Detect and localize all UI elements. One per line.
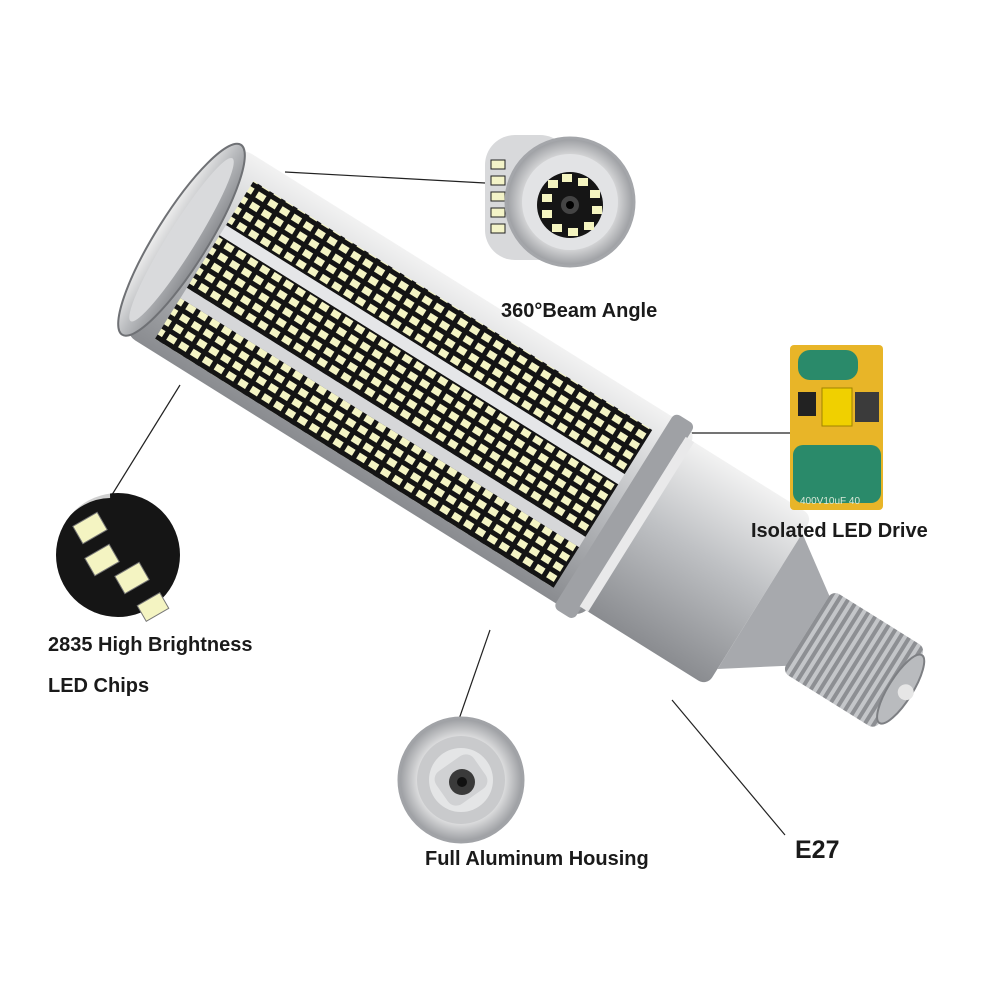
leader-housing (457, 629, 491, 723)
led-strip-mid (186, 235, 619, 537)
led-drive-label: Isolated LED Drive (751, 520, 928, 542)
leader-chips (109, 384, 181, 499)
base-label: E27 (795, 836, 840, 864)
led-chip-closeup-icon (55, 488, 180, 622)
driver-pcb-icon: 400V10uF 40 (790, 345, 883, 510)
corn-led-bulb-icon (117, 142, 926, 727)
beam-angle-end-cap-icon (485, 135, 636, 268)
beam-angle-label: 360°Beam Angle (501, 300, 658, 322)
capacitor-text: 400V10uF 40 (800, 496, 860, 507)
led-chips-label-line2: LED Chips (48, 675, 150, 697)
aluminum-housing (583, 440, 810, 683)
aluminum-housing-end-icon (397, 716, 525, 844)
housing-label: Full Aluminum Housing (425, 848, 649, 870)
led-strip-bottom (155, 298, 580, 588)
leader-base (671, 699, 786, 836)
led-chips-label-line1: 2835 High Brightness (48, 634, 253, 656)
leader-beam (284, 171, 486, 184)
led-strip-top (226, 180, 653, 475)
